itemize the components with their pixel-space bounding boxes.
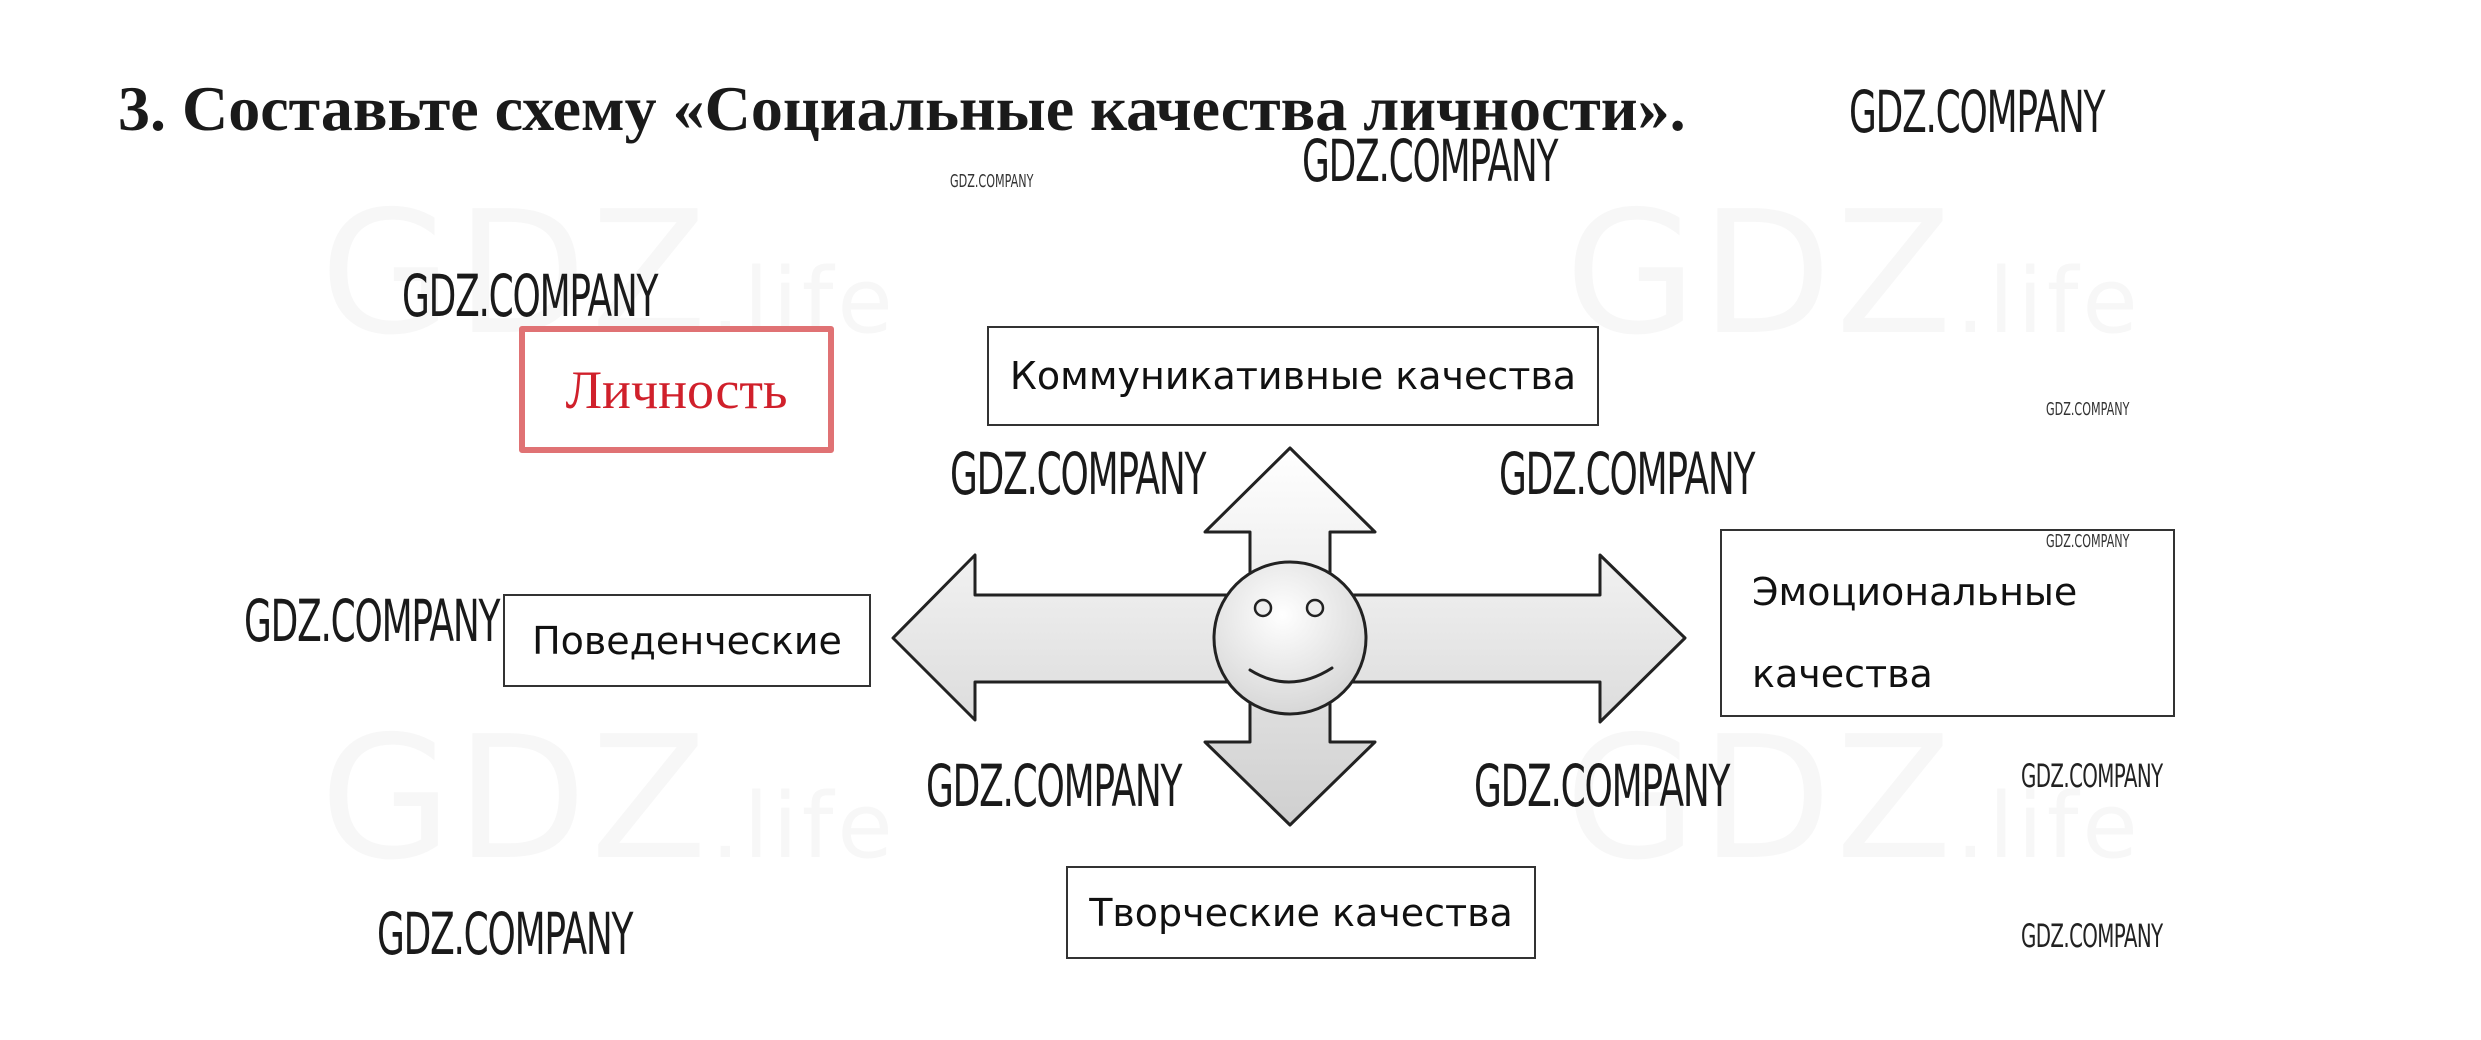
watermark-text: GDZ.COMPANY — [926, 752, 1183, 820]
smiley-left-eye — [1253, 598, 1273, 618]
watermark-text: GDZ.COMPANY — [950, 171, 1034, 192]
lichnost-label: Личность — [519, 326, 834, 453]
node-emotional-line1: Эмоциональные — [1752, 570, 2078, 614]
watermark-text: GDZ.COMPANY — [2021, 917, 2163, 955]
watermark-text: GDZ.COMPANY — [2021, 757, 2163, 795]
background-watermark: GDZ.life — [1565, 175, 2142, 373]
node-behavioral: Поведенческие — [503, 594, 871, 687]
background-watermark: GDZ.life — [320, 175, 897, 373]
node-emotional: Эмоциональные качества — [1720, 529, 2175, 717]
watermark-text: GDZ.COMPANY — [244, 587, 501, 655]
watermark-text: GDZ.COMPANY — [377, 900, 634, 968]
smiley-mouth — [1248, 666, 1334, 684]
task-title: 3. Составьте схему «Социальные качества … — [118, 73, 1686, 144]
watermark-text: GDZ.COMPANY — [1849, 78, 2106, 146]
watermark-text: GDZ.COMPANY — [1474, 752, 1731, 820]
node-creative: Творческие качества — [1066, 866, 1536, 959]
watermark-text: GDZ.COMPANY — [1499, 440, 1756, 508]
smiley-face — [1212, 560, 1368, 716]
watermark-text: GDZ.COMPANY — [2046, 531, 2130, 552]
background-watermark: GDZ.life — [320, 700, 897, 898]
watermark-text: GDZ.COMPANY — [402, 262, 659, 330]
node-emotional-line2: качества — [1752, 652, 1933, 696]
node-communicative: Коммуникативные качества — [987, 326, 1599, 426]
watermark-text: GDZ.COMPANY — [1302, 127, 1559, 195]
background-watermark: GDZ.life — [1565, 700, 2142, 898]
watermark-text: GDZ.COMPANY — [950, 440, 1207, 508]
watermark-text: GDZ.COMPANY — [2046, 399, 2130, 420]
smiley-right-eye — [1305, 598, 1325, 618]
